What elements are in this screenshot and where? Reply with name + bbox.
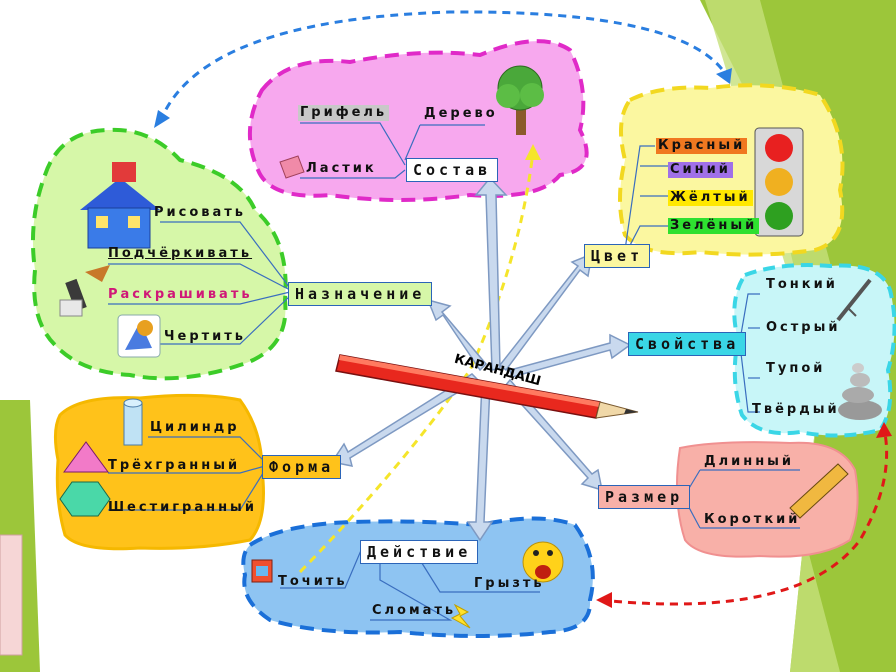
pink-left-strip (0, 534, 23, 656)
ruler-icon (789, 463, 849, 519)
leaf-gryzt: Грызть (474, 576, 545, 591)
naznachenie-cloud (30, 127, 288, 381)
leaf-dlinny: Длинный (704, 454, 795, 469)
leaf-siniy: Синий (668, 162, 733, 178)
hub-naznachenie[interactable]: Назначение (288, 282, 433, 306)
leaf-zeleny: Зелёный (668, 218, 760, 234)
yellow-arrowhead-top (525, 144, 541, 160)
deistvie-cloud (241, 516, 595, 638)
leaf-chertit: Чертить (164, 329, 247, 344)
hub-sostav[interactable]: Состав (406, 158, 499, 182)
sharpener-icon (251, 559, 273, 583)
hub-razmer[interactable]: Размер (598, 485, 691, 509)
leaf-risovat: Рисовать (154, 205, 247, 220)
lightning-icon (450, 603, 471, 629)
leaf-krasny: Красный (656, 138, 748, 154)
leaf-korotkiy: Короткий (704, 512, 801, 527)
drafting-icon (117, 314, 161, 358)
red-arrowhead-left (596, 592, 612, 608)
leaf-zhelty: Жёлтый (668, 190, 753, 206)
leaf-tonkiy: Тонкий (766, 277, 838, 292)
radial-arrows (330, 176, 632, 542)
blue-arrowhead-right (716, 68, 732, 84)
leaf-ostry: Острый (766, 320, 841, 335)
hub-deistvie[interactable]: Действие (360, 540, 479, 564)
leaf-podcherkivat: Подчёркивать (108, 246, 253, 261)
cylinder-icon (123, 398, 143, 446)
tree-icon (496, 65, 544, 135)
leaf-lastik: Ластик (306, 161, 377, 176)
pencil-illustration (335, 354, 639, 419)
hexagon-icon (59, 481, 111, 517)
leaf-tverdy: Твёрдый (752, 402, 840, 417)
leaf-derevo: Дерево (424, 106, 498, 121)
hub-forma[interactable]: Форма (262, 455, 342, 479)
leaf-grifel: Грифель (298, 105, 390, 121)
hub-svoistva[interactable]: Свойства (628, 332, 747, 356)
triangle-icon (63, 441, 109, 473)
leaf-tupoy: Тупой (766, 361, 826, 376)
hub-cvet[interactable]: Цвет (584, 244, 651, 268)
connector-lines (108, 122, 800, 621)
rocks-icon (838, 363, 882, 420)
blue-arrowhead-left (154, 110, 170, 128)
leaf-raskrashivat: Раскрашивать (108, 287, 253, 302)
leaf-trehgranny: Трёхгранный (108, 458, 241, 473)
dashed-arrow-blue (158, 10, 730, 123)
dashed-arrow-red (599, 427, 889, 606)
leaf-shestigranny: Шестигранный (108, 500, 257, 515)
smiley-icon (522, 541, 564, 583)
leaf-cilindr: Цилиндр (150, 420, 240, 435)
leaf-slomat: Сломать (372, 603, 457, 618)
brush-icon (59, 265, 110, 317)
leaf-tochit: Точить (278, 574, 348, 589)
house-icon (80, 162, 160, 249)
eraser-icon (279, 155, 305, 179)
needle-icon (836, 278, 872, 322)
red-arrowhead-right (876, 422, 892, 438)
traffic-light-icon (754, 127, 804, 237)
dashed-arrow-yellow (298, 151, 535, 574)
